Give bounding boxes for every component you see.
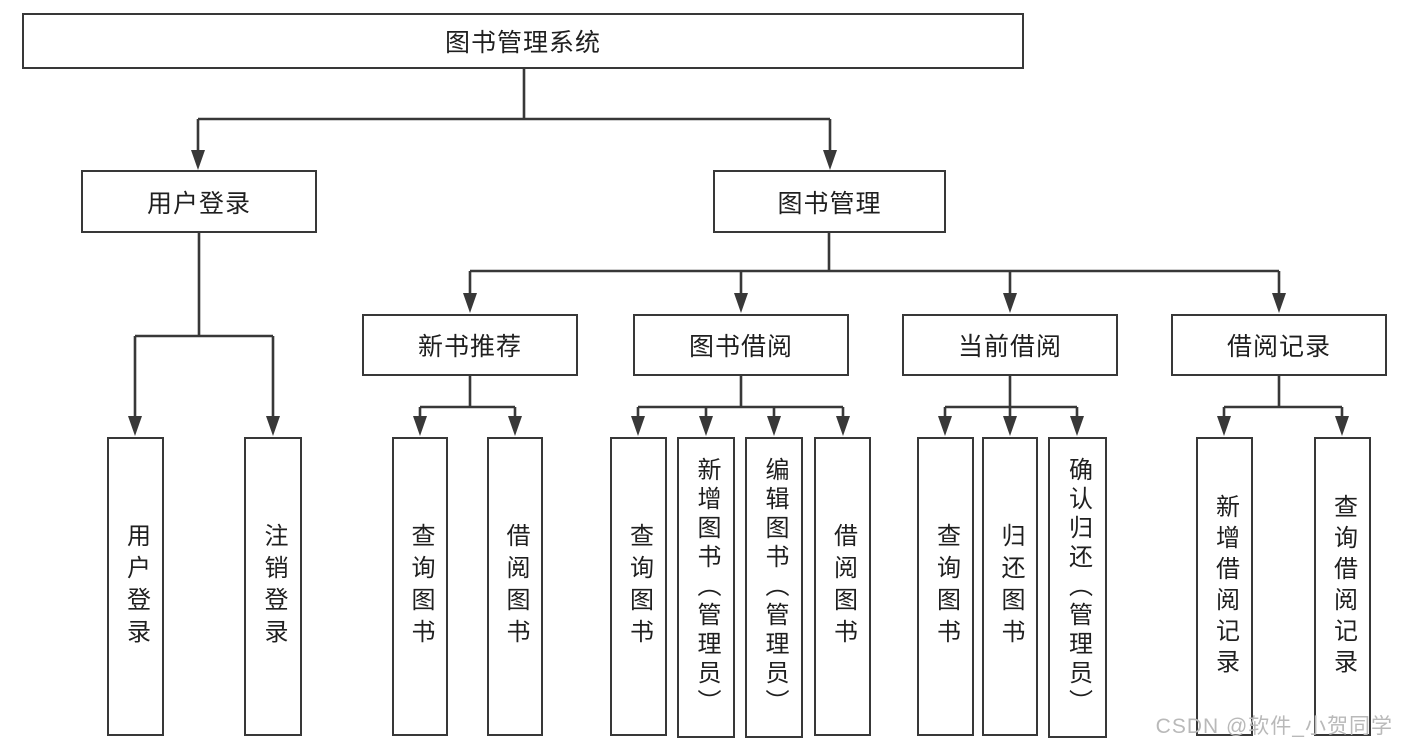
- node-current-borrowing: 当前借阅: [902, 314, 1118, 376]
- leaf-records-query-borrow-record: 查询借阅记录: [1314, 437, 1371, 736]
- leaf-borrowing-edit-books-admin: 编辑图书（管理员）: [745, 437, 803, 738]
- leaf-newbook-borrow-books: 借阅图书: [487, 437, 543, 736]
- leaf-logout-login: 注销登录: [244, 437, 302, 736]
- leaf-current-return-books: 归还图书: [982, 437, 1038, 736]
- node-book-borrowing: 图书借阅: [633, 314, 849, 376]
- leaf-records-add-borrow-record: 新增借阅记录: [1196, 437, 1253, 736]
- leaf-current-confirm-return-admin: 确认归还（管理员）: [1048, 437, 1107, 738]
- leaf-borrowing-query-books: 查询图书: [610, 437, 667, 736]
- leaf-newbook-query-books: 查询图书: [392, 437, 448, 736]
- leaf-current-query-books: 查询图书: [917, 437, 974, 736]
- leaf-borrowing-borrow-books: 借阅图书: [814, 437, 871, 736]
- node-user-login-group: 用户登录: [81, 170, 317, 233]
- node-library-management-system: 图书管理系统: [22, 13, 1024, 69]
- leaf-user-login: 用户登录: [107, 437, 164, 736]
- arrowheads: [128, 150, 1349, 436]
- node-borrowing-records: 借阅记录: [1171, 314, 1387, 376]
- node-book-management-group: 图书管理: [713, 170, 946, 233]
- watermark-text: CSDN @软件_小贺同学: [1155, 715, 1393, 738]
- node-new-book-recommendation: 新书推荐: [362, 314, 578, 376]
- leaf-borrowing-add-books-admin: 新增图书（管理员）: [677, 437, 735, 738]
